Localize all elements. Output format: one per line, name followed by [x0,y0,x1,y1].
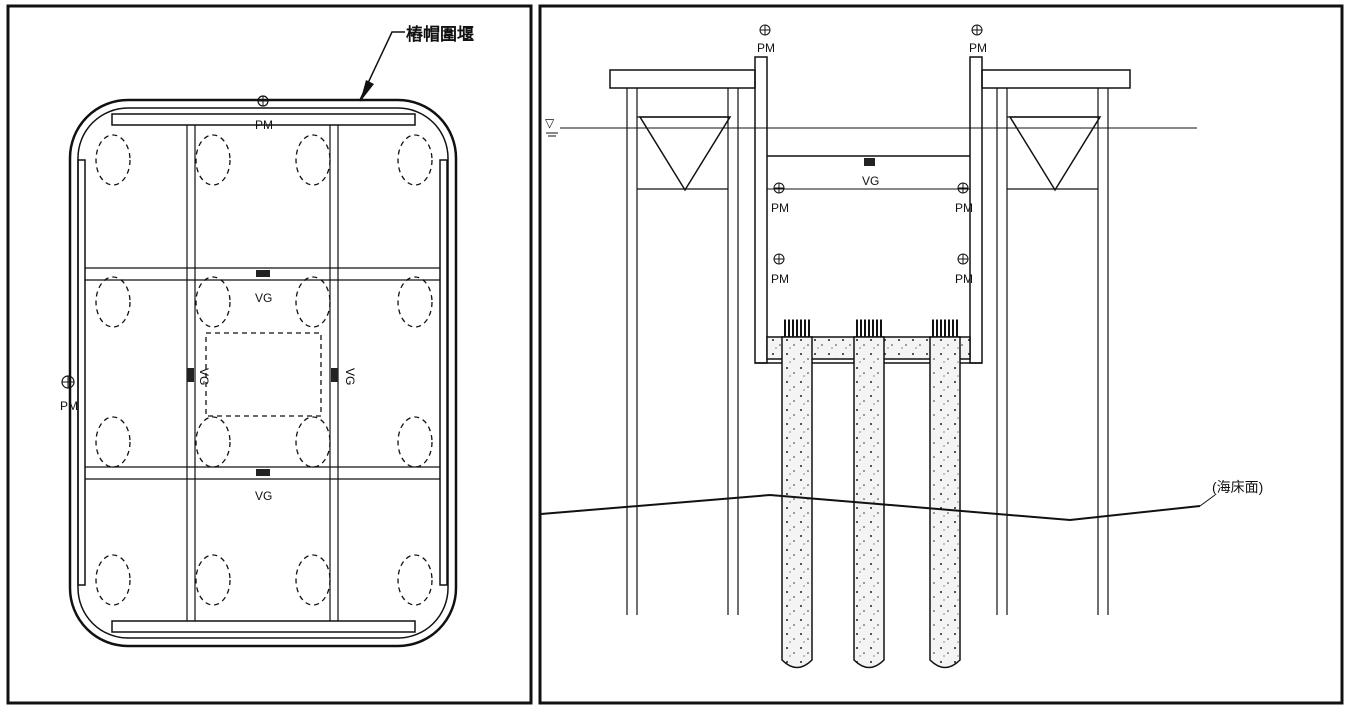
vg-label: VG [343,368,357,385]
pm-label: PM [955,272,973,286]
pm-label: PM [757,41,775,55]
vg-label: VG [255,489,272,503]
pm-label: PM [255,118,273,132]
left-brace [638,116,732,192]
vg-label: VG [862,174,879,188]
cofferdam-outer [68,98,458,648]
pm-label: PM [771,201,789,215]
top-wale [111,113,416,126]
bottom-wale [111,620,416,633]
seabed-label: (海床面) [1212,479,1263,495]
section-frame [538,4,1344,705]
piles [781,336,961,669]
water-level-symbol: ▽ [545,116,555,130]
pm-marker-left [61,375,75,389]
left-deck [609,69,756,89]
vg-label: VG [255,291,272,305]
pile-outlines [95,134,433,606]
pm-marker-top [257,95,269,107]
plan-view [6,4,533,705]
vg-gauges [187,270,338,476]
callout-arrow [360,80,374,102]
callout-leader [359,31,405,101]
vg-label: VG [197,368,211,385]
struts [85,125,440,621]
trestle-piles [626,88,1109,615]
pm-markers [759,24,983,265]
right-brace [1008,116,1102,192]
pm-label: PM [955,201,973,215]
callout-label: 樁帽圍堰 [406,24,474,44]
pm-label: PM [60,399,78,413]
cofferdam-inner [77,107,449,639]
pm-label: PM [969,41,987,55]
section-view [538,4,1344,705]
vg-gauge [864,158,875,166]
left-wale [77,159,86,586]
right-deck [981,69,1131,89]
pm-label: PM [771,272,789,286]
pile-cap-outline [205,332,322,417]
left-sheet-pile [754,56,768,364]
right-wale [439,159,448,586]
plan-frame [6,4,533,705]
seabed-line [540,493,1201,522]
